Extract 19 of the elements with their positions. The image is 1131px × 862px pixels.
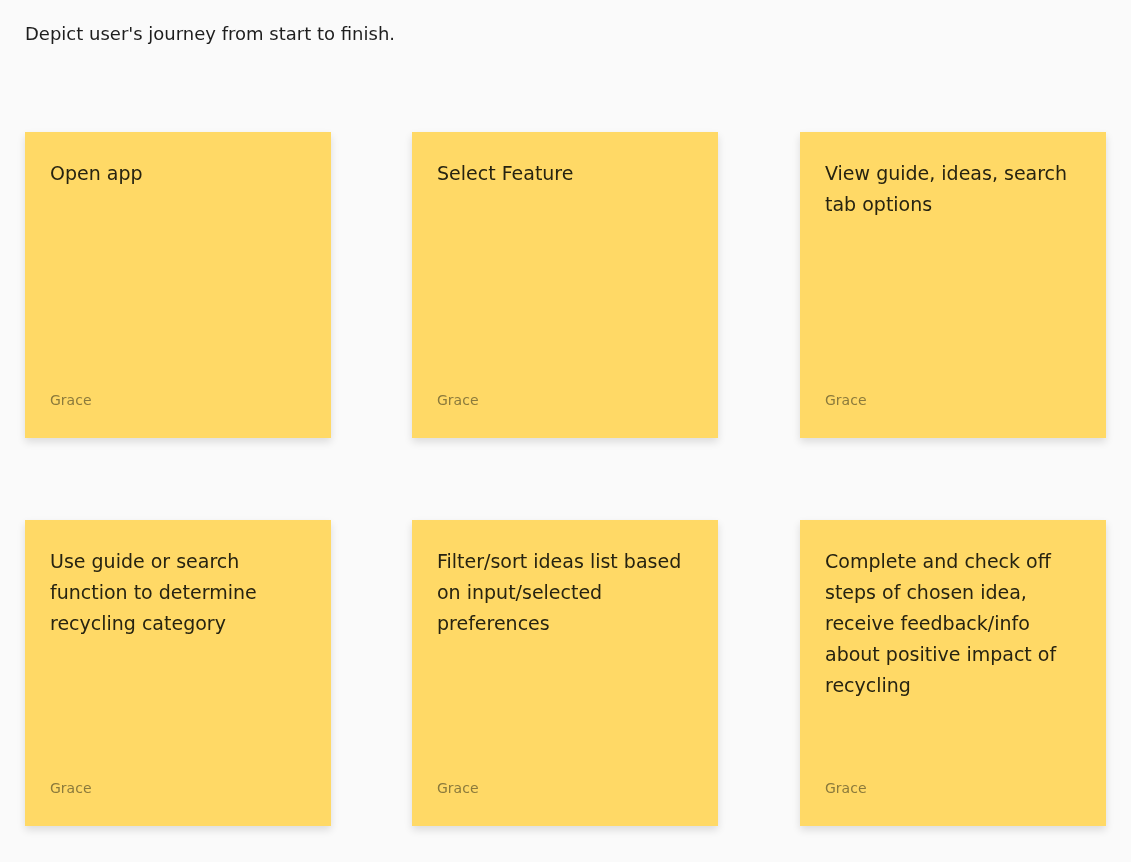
- author-name: Grace: [50, 392, 92, 408]
- sticky-note: [412, 132, 718, 438]
- note-text: Complete and check off steps of chosen idea, receive feedback/info about positive impact of recycling: [825, 549, 1058, 698]
- sticky-note: [25, 132, 331, 438]
- author-name: Grace: [437, 780, 479, 796]
- note-text: Select Feature: [437, 161, 575, 186]
- sticky-note: [412, 520, 718, 826]
- sticky-note: [800, 132, 1106, 438]
- author-name: Grace: [50, 780, 92, 796]
- note-text: Use guide or search function to determine recycling category: [50, 549, 258, 636]
- author-name: Grace: [825, 392, 867, 408]
- note-text: View guide, ideas, search tab options: [825, 161, 1069, 217]
- sticky-note: [800, 520, 1106, 826]
- note-text: Filter/sort ideas list based on input/selected preferences: [437, 549, 683, 636]
- note-text: Open app: [50, 161, 144, 186]
- author-name: Grace: [825, 780, 867, 796]
- sticky-note: [25, 520, 331, 826]
- author-name: Grace: [437, 392, 479, 408]
- page-title: Depict user's journey from start to finish.: [25, 23, 395, 44]
